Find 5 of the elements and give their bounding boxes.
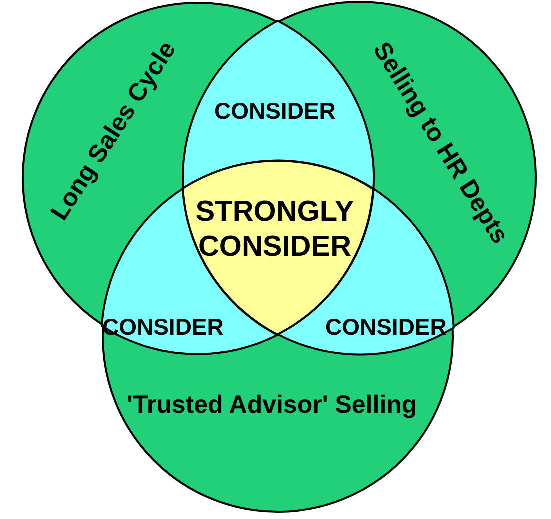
region-label: CONSIDER — [102, 314, 224, 342]
circle-label: 'Trusted Advisor' Selling — [127, 390, 418, 420]
region-label: STRONGLY CONSIDER — [194, 194, 356, 265]
region-label: CONSIDER — [325, 314, 447, 342]
region-label: CONSIDER — [214, 98, 336, 126]
